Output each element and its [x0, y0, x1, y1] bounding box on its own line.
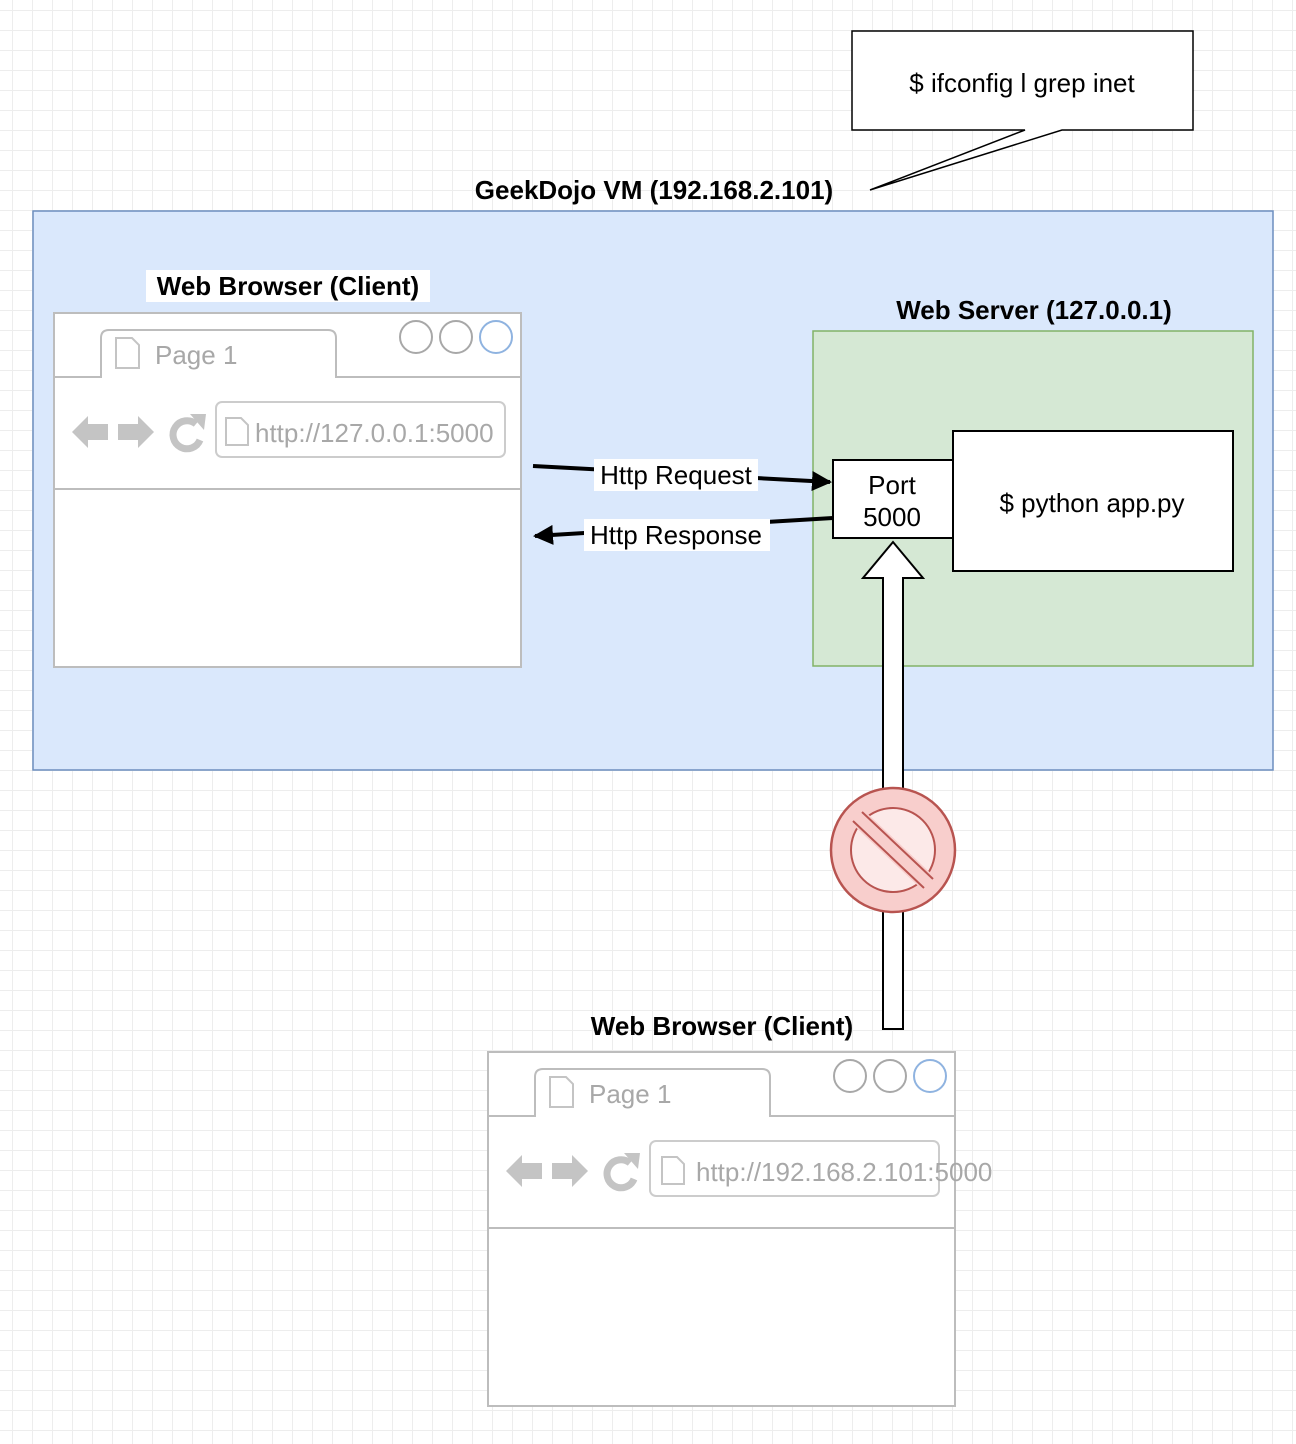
- address-url: http://127.0.0.1:5000: [255, 418, 494, 448]
- page-icon: [549, 1076, 574, 1108]
- browser-window-outside: Page 1 http://192.168.2.101:5000: [487, 1051, 992, 1407]
- tab-title: Page 1: [589, 1079, 671, 1109]
- address-url: http://192.168.2.101:5000: [696, 1157, 992, 1187]
- vm-label: GeekDojo VM (192.168.2.101): [475, 175, 833, 205]
- port-label: Port: [868, 470, 916, 500]
- page-icon: [225, 417, 249, 446]
- address-bar[interactable]: [215, 401, 506, 458]
- callout-text: $ ifconfig l grep inet: [909, 68, 1135, 98]
- browser-window-inside: Page 1 http://127.0.0.1:5000: [53, 312, 522, 668]
- port-number: 5000: [863, 502, 921, 532]
- browser-tab-outline: [54, 329, 521, 378]
- response-label-bg: [584, 519, 770, 551]
- window-control-icon[interactable]: [873, 1059, 907, 1093]
- request-label-bg: [594, 459, 758, 491]
- client-label-bg: [146, 270, 430, 302]
- forward-arrow-icon[interactable]: [552, 1155, 588, 1187]
- window-control-icon[interactable]: [913, 1059, 947, 1093]
- browser-tab-outline: [488, 1068, 955, 1117]
- window-control-icon[interactable]: [479, 320, 513, 354]
- client-outside-label: Web Browser (Client): [591, 1011, 853, 1041]
- blocked-arrow: [860, 540, 926, 1030]
- client-inside-label: Web Browser (Client): [157, 271, 419, 301]
- window-control-icon[interactable]: [833, 1059, 867, 1093]
- page-icon: [115, 337, 140, 369]
- python-app-box: [952, 430, 1234, 572]
- back-arrow-icon[interactable]: [506, 1155, 542, 1187]
- refresh-icon[interactable]: [169, 414, 206, 453]
- callout-shape: [851, 30, 1194, 191]
- refresh-icon[interactable]: [603, 1153, 640, 1192]
- back-arrow-icon[interactable]: [72, 416, 108, 448]
- request-label: Http Request: [600, 460, 753, 490]
- address-bar[interactable]: [649, 1140, 940, 1197]
- forward-arrow-icon[interactable]: [118, 416, 154, 448]
- response-label: Http Response: [590, 520, 762, 550]
- page-icon: [661, 1156, 685, 1185]
- tab-title: Page 1: [155, 340, 237, 370]
- ifconfig-callout: $ ifconfig l grep inet: [851, 30, 1194, 191]
- prohibited-icon: [829, 786, 957, 914]
- server-label: Web Server (127.0.0.1): [896, 295, 1172, 325]
- window-control-icon[interactable]: [399, 320, 433, 354]
- python-command: $ python app.py: [999, 488, 1184, 518]
- window-control-icon[interactable]: [439, 320, 473, 354]
- port-box: [832, 459, 954, 539]
